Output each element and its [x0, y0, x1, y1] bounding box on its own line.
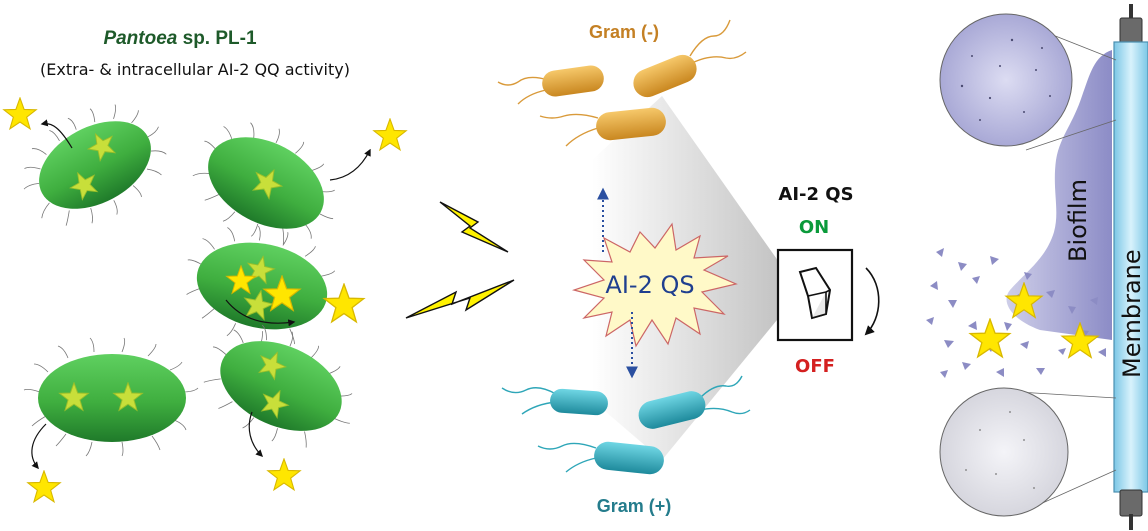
- gram-positive-bacterium: [501, 387, 608, 416]
- pantoea-title: Pantoea sp. PL-1: [103, 28, 257, 49]
- switch-on-label: ON: [799, 217, 829, 238]
- ai2-star: [373, 118, 407, 151]
- ai2-star: [323, 283, 365, 323]
- ai2-star: [27, 470, 61, 503]
- bacterium-cell-2: [192, 122, 335, 245]
- membrane-label: Membrane: [1118, 249, 1146, 378]
- membrane-tube: [1113, 4, 1148, 530]
- gram-negative-bacterium: [633, 19, 747, 98]
- switch-off-label: OFF: [795, 356, 835, 377]
- clean-membrane-micrograph-disc: [939, 387, 1117, 517]
- gram-negative-bacterium: [539, 107, 666, 147]
- ai2-star: [267, 458, 301, 491]
- ai2-qs-burst: [571, 222, 738, 348]
- lightning-bolt-icon: [405, 279, 515, 319]
- gram-positive-bacterium: [638, 375, 751, 429]
- bacterium-cell-4: [23, 337, 199, 457]
- biofilm-label: Biofilm: [1064, 179, 1092, 262]
- lightning-bolt-icon: [439, 201, 509, 253]
- biofilm-micrograph-disc: [939, 13, 1117, 151]
- gram-negative-bacterium: [497, 65, 604, 105]
- bacterium-cell-3: [186, 225, 336, 346]
- svg-text:Pantoea sp. PL-1: Pantoea sp. PL-1: [103, 28, 257, 49]
- ai2-star: [3, 97, 37, 130]
- biofilm-layer: [1006, 50, 1112, 340]
- switch-off-curved-arrow: [864, 267, 880, 336]
- switch-title: AI-2 QS: [778, 184, 853, 205]
- ai2-qs-burst-label: AI-2 QS: [605, 271, 694, 299]
- gram-positive-label: Gram (+): [597, 496, 672, 516]
- toggle-switch-icon: [776, 248, 854, 342]
- bacterium-cell-5: [203, 324, 353, 448]
- gram-negative-label: Gram (-): [589, 22, 659, 42]
- gram-positive-bacterium: [537, 441, 664, 475]
- bacterium-cell-1: [23, 104, 167, 226]
- pantoea-subtitle: (Extra- & intracellular AI-2 QQ activity…: [40, 60, 350, 79]
